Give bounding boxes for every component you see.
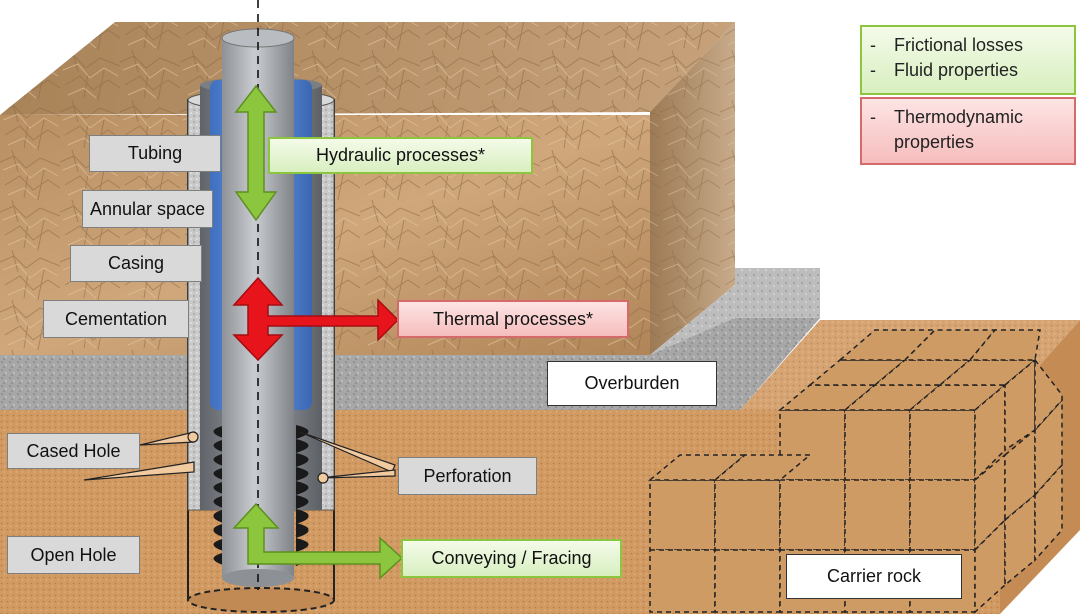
hydraulic-legend: -Frictional losses -Fluid properties [860, 25, 1076, 95]
cementation-label: Cementation [43, 300, 189, 338]
overburden-label: Overburden [547, 361, 717, 406]
thermal-legend: -Thermodynamic properties [860, 97, 1076, 165]
carrier-rock-grid [647, 329, 1063, 614]
thermal-arrow [232, 276, 400, 362]
open-hole-label: Open Hole [7, 536, 140, 574]
hydraulic-processes-box: Hydraulic processes* [268, 137, 533, 174]
hydraulic-arrow [234, 84, 278, 222]
thermal-processes-box: Thermal processes* [397, 300, 629, 338]
cased-hole-label: Cased Hole [7, 433, 140, 469]
perforation-label: Perforation [398, 457, 537, 495]
conveying-fracing-box: Conveying / Fracing [401, 539, 622, 578]
annular-space-label: Annular space [82, 190, 213, 228]
legend-item-frictional-losses: Frictional losses [894, 35, 1024, 55]
casing-label: Casing [70, 245, 202, 282]
tubing-label: Tubing [89, 135, 221, 172]
legend-item-fluid-properties: Fluid properties [894, 60, 1019, 80]
pointer-lines [83, 431, 396, 484]
carrier-rock-label: Carrier rock [786, 554, 962, 599]
legend-item-thermodynamic-properties: Thermodynamic properties [894, 107, 1024, 152]
